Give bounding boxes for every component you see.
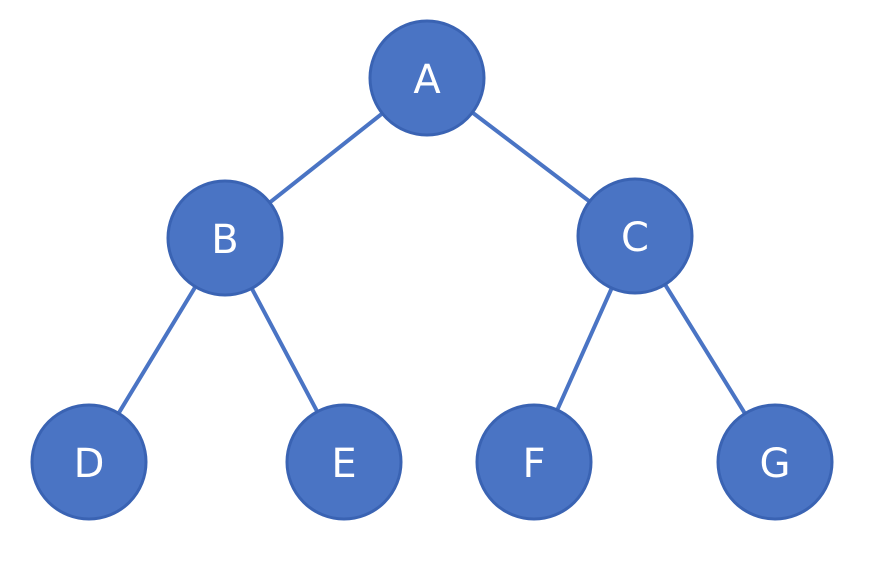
tree-edges bbox=[116, 110, 747, 416]
node-e: E bbox=[285, 403, 403, 521]
edge-b-d bbox=[116, 284, 198, 416]
node-g-circle bbox=[716, 403, 834, 521]
node-b-label: B bbox=[211, 217, 238, 263]
node-e-label: E bbox=[331, 441, 356, 487]
node-d-label: D bbox=[74, 441, 105, 487]
edge-a-b bbox=[267, 111, 385, 205]
node-a: A bbox=[368, 19, 486, 137]
node-a-label: A bbox=[413, 57, 441, 103]
node-f: F bbox=[475, 403, 593, 521]
node-c-label: C bbox=[621, 215, 649, 261]
edge-c-g bbox=[663, 282, 747, 416]
node-c-circle bbox=[576, 177, 694, 295]
node-c: C bbox=[576, 177, 694, 295]
node-b: B bbox=[166, 179, 284, 297]
edge-c-f bbox=[555, 286, 614, 412]
tree-nodes: A B C D E F G bbox=[30, 19, 834, 521]
node-f-label: F bbox=[522, 441, 545, 487]
node-d-circle bbox=[30, 403, 148, 521]
edge-a-c bbox=[470, 110, 592, 204]
node-d: D bbox=[30, 403, 148, 521]
node-e-circle bbox=[285, 403, 403, 521]
node-b-circle bbox=[166, 179, 284, 297]
edge-b-e bbox=[249, 286, 320, 414]
node-g: G bbox=[716, 403, 834, 521]
node-g-label: G bbox=[760, 441, 791, 487]
node-f-circle bbox=[475, 403, 593, 521]
node-a-circle bbox=[368, 19, 486, 137]
